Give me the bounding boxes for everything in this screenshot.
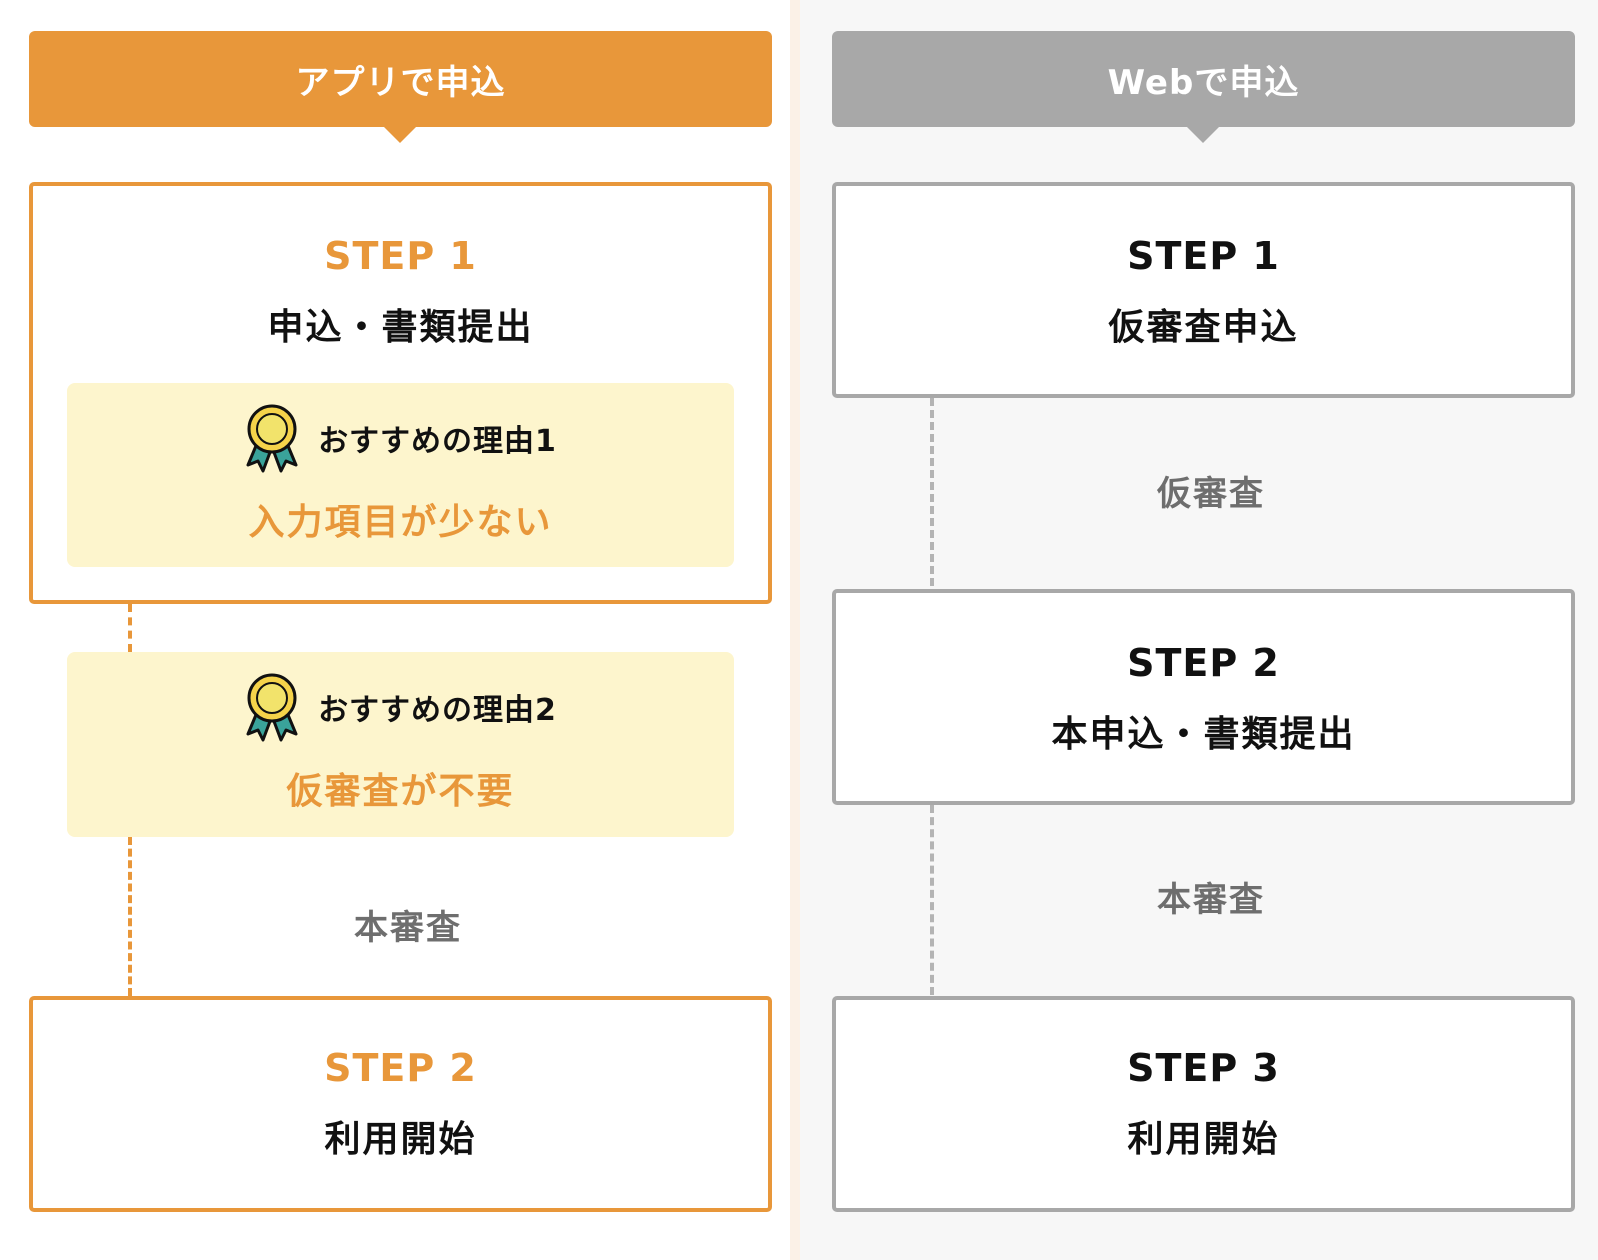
app-step2-title: 利用開始 [324,1119,477,1160]
web-review2-label: 本審査 [1157,880,1265,920]
app-header-pointer [384,127,416,143]
app-review-label: 本審査 [354,908,462,948]
app-reason1-heading-row: おすすめの理由1 [67,403,734,473]
web-step3-title: 利用開始 [1127,1119,1280,1160]
web-step1-box: STEP 1 仮審査申込 [832,182,1575,398]
app-reason1-value: 入力項目が少ない [248,502,553,543]
web-step1-label: STEP 1 [1127,234,1280,278]
app-step1-title: 申込・書類提出 [267,307,534,348]
app-reason1-card: おすすめの理由1 入力項目が少ない [67,383,734,567]
web-header: Webで申込 [832,31,1575,127]
web-step2-box: STEP 2 本申込・書類提出 [832,589,1575,805]
web-step2-title: 本申込・書類提出 [1051,714,1356,755]
web-review1-label: 仮審査 [1157,474,1265,514]
app-header-label: アプリで申込 [295,62,506,103]
medal-icon [246,404,298,473]
web-connector-1 [930,398,934,586]
web-header-pointer [1187,127,1219,143]
web-step1-title: 仮審査申込 [1108,307,1299,348]
web-header-label: Webで申込 [1107,62,1300,103]
column-divider [790,0,800,1260]
web-connector-2 [930,805,934,995]
app-reason2-value: 仮審査が不要 [286,771,515,812]
app-reason2-card: おすすめの理由2 仮審査が不要 [67,652,734,837]
app-reason2-heading: おすすめの理由2 [318,693,557,728]
app-reason1-heading: おすすめの理由1 [318,424,557,459]
medal-icon [246,673,298,742]
app-connector-2 [128,837,132,996]
app-header: アプリで申込 [29,31,772,127]
app-step1-label: STEP 1 [324,234,477,278]
web-step3-label: STEP 3 [1127,1046,1280,1090]
app-step2-label: STEP 2 [324,1046,477,1090]
web-step2-label: STEP 2 [1127,641,1280,685]
app-step2-box: STEP 2 利用開始 [29,996,772,1212]
app-reason2-heading-row: おすすめの理由2 [67,672,734,742]
web-step3-box: STEP 3 利用開始 [832,996,1575,1212]
app-connector-1 [128,604,132,652]
